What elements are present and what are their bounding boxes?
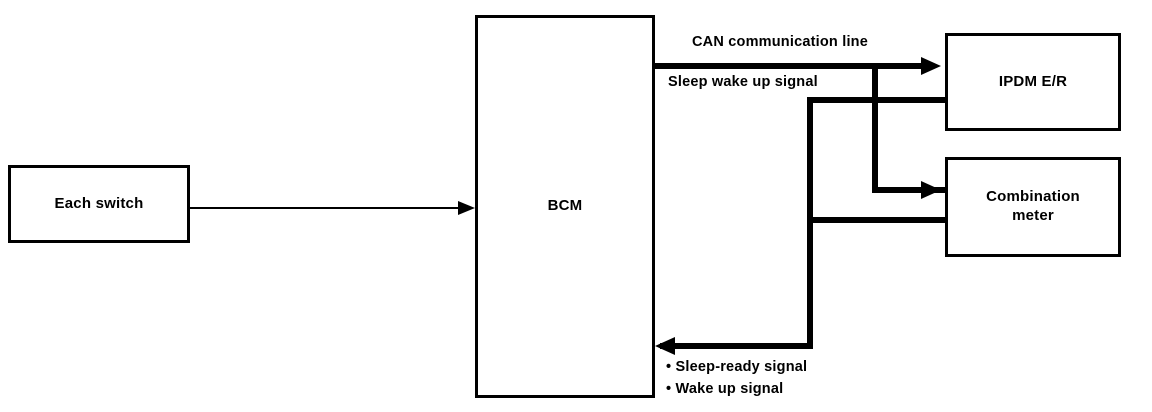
wire-sleep-wake-vertical-branch bbox=[872, 63, 878, 191]
label-wake-up-signal: • Wake up signal bbox=[666, 381, 784, 397]
label-can-communication-line: CAN communication line bbox=[692, 34, 868, 50]
block-ipdm-er: IPDM E/R bbox=[945, 33, 1121, 131]
label-sleep-wake-up-signal: Sleep wake up signal bbox=[668, 74, 818, 90]
arrowhead-sleep-ready-return-to-bcm bbox=[655, 337, 675, 355]
wire-sleep-ready-return-to-bcm bbox=[660, 343, 813, 349]
wire-sleep-wake-vertical-main bbox=[807, 97, 813, 349]
wire-each-switch-to-bcm bbox=[190, 207, 465, 209]
block-ipdm-er-label: IPDM E/R bbox=[998, 72, 1068, 90]
label-return-signals: • Sleep-ready signal • Wake up signal bbox=[666, 356, 807, 400]
wire-can-bcm-to-ipdm bbox=[655, 63, 927, 69]
block-each-switch-label: Each switch bbox=[54, 194, 144, 212]
block-each-switch: Each switch bbox=[8, 165, 190, 243]
wire-sleep-wake-to-meter bbox=[872, 187, 945, 193]
wire-sleep-wake-lower-to-meter bbox=[807, 217, 945, 223]
block-bcm: BCM bbox=[475, 15, 655, 398]
block-combination-meter-label-line1: Combination bbox=[986, 188, 1080, 206]
arrowhead-sleep-wake-to-meter bbox=[921, 181, 941, 199]
block-combination-meter-label-line2: meter bbox=[1012, 207, 1054, 224]
block-combination-meter: Combination meter bbox=[945, 157, 1121, 257]
arrowhead-can-to-ipdm bbox=[921, 57, 941, 75]
label-sleep-ready-signal: • Sleep-ready signal bbox=[666, 359, 808, 375]
block-combination-meter-label: Combination meter bbox=[986, 188, 1080, 226]
block-bcm-label: BCM bbox=[547, 197, 583, 215]
arrowhead-each-switch-to-bcm bbox=[458, 201, 475, 215]
